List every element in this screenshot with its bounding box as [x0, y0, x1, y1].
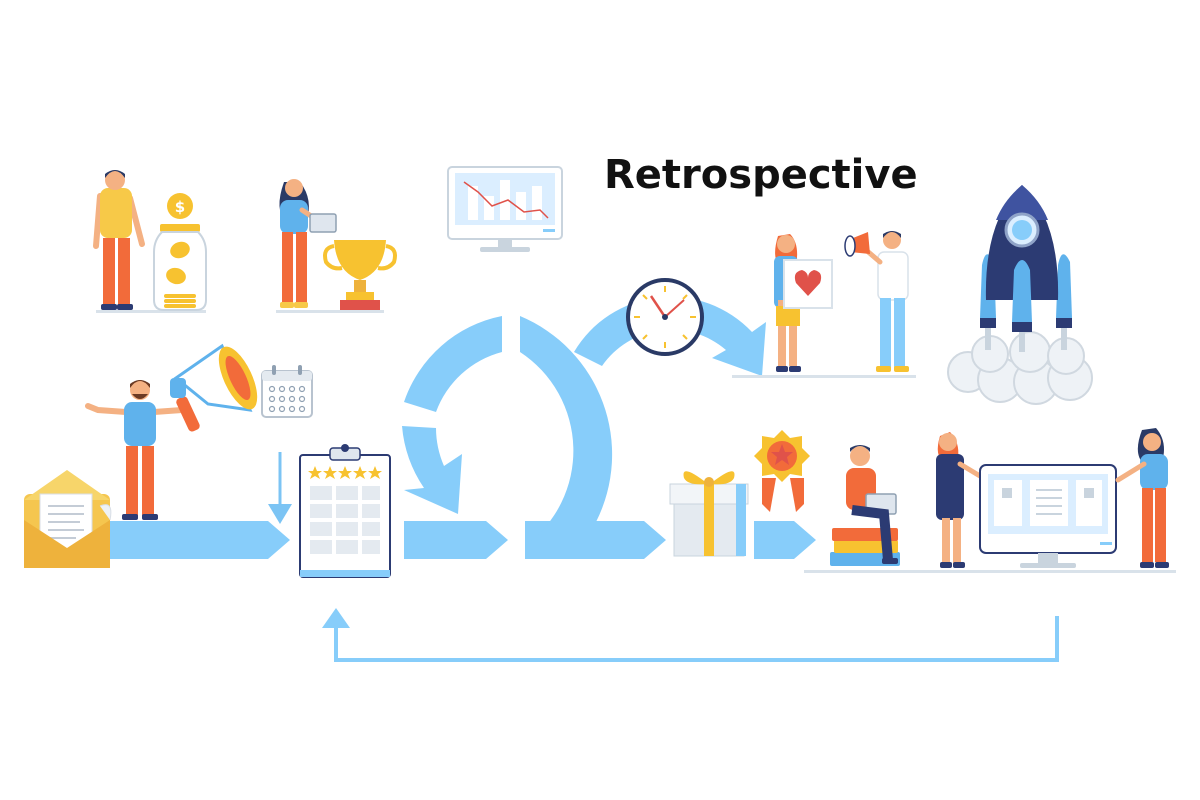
sprint-arc-lower-left — [402, 426, 462, 514]
man-yellow-shirt — [93, 170, 206, 313]
clipboard-icon — [299, 444, 391, 578]
daily-standup-people — [732, 231, 916, 378]
calendar-icon — [261, 365, 313, 418]
diagram-title: Retrospective — [604, 152, 918, 198]
feedback-loop-arrow — [322, 608, 1059, 662]
svg-text:$: $ — [175, 198, 185, 216]
sprint-arc-main — [520, 316, 613, 546]
flow-arrows — [110, 521, 816, 559]
award-ribbon-icon — [754, 430, 810, 512]
flow-arrow-4 — [754, 521, 816, 559]
down-arrow-to-backlog — [268, 452, 292, 524]
sprint-arc-left — [404, 316, 502, 412]
presenting-woman — [1115, 428, 1169, 568]
rocket-icon — [947, 185, 1093, 405]
envelope-icon — [24, 470, 112, 568]
man-with-megaphone — [85, 380, 185, 520]
daily-arc — [574, 296, 766, 376]
clock-icon — [626, 278, 704, 356]
review-team — [804, 432, 1176, 573]
woman-with-laptop — [276, 179, 384, 313]
flow-arrow-2 — [404, 521, 508, 559]
sprint-cycle — [402, 296, 766, 546]
megaphone-icon — [170, 343, 258, 432]
monitor-chart-icon — [447, 166, 563, 252]
presentation-screen-icon — [979, 464, 1117, 568]
trophy-icon — [323, 240, 397, 310]
gift-icon — [669, 471, 749, 557]
coin-jar-icon: $ — [153, 193, 207, 311]
flow-arrow-1 — [110, 521, 290, 559]
flow-arrow-3 — [525, 521, 666, 559]
